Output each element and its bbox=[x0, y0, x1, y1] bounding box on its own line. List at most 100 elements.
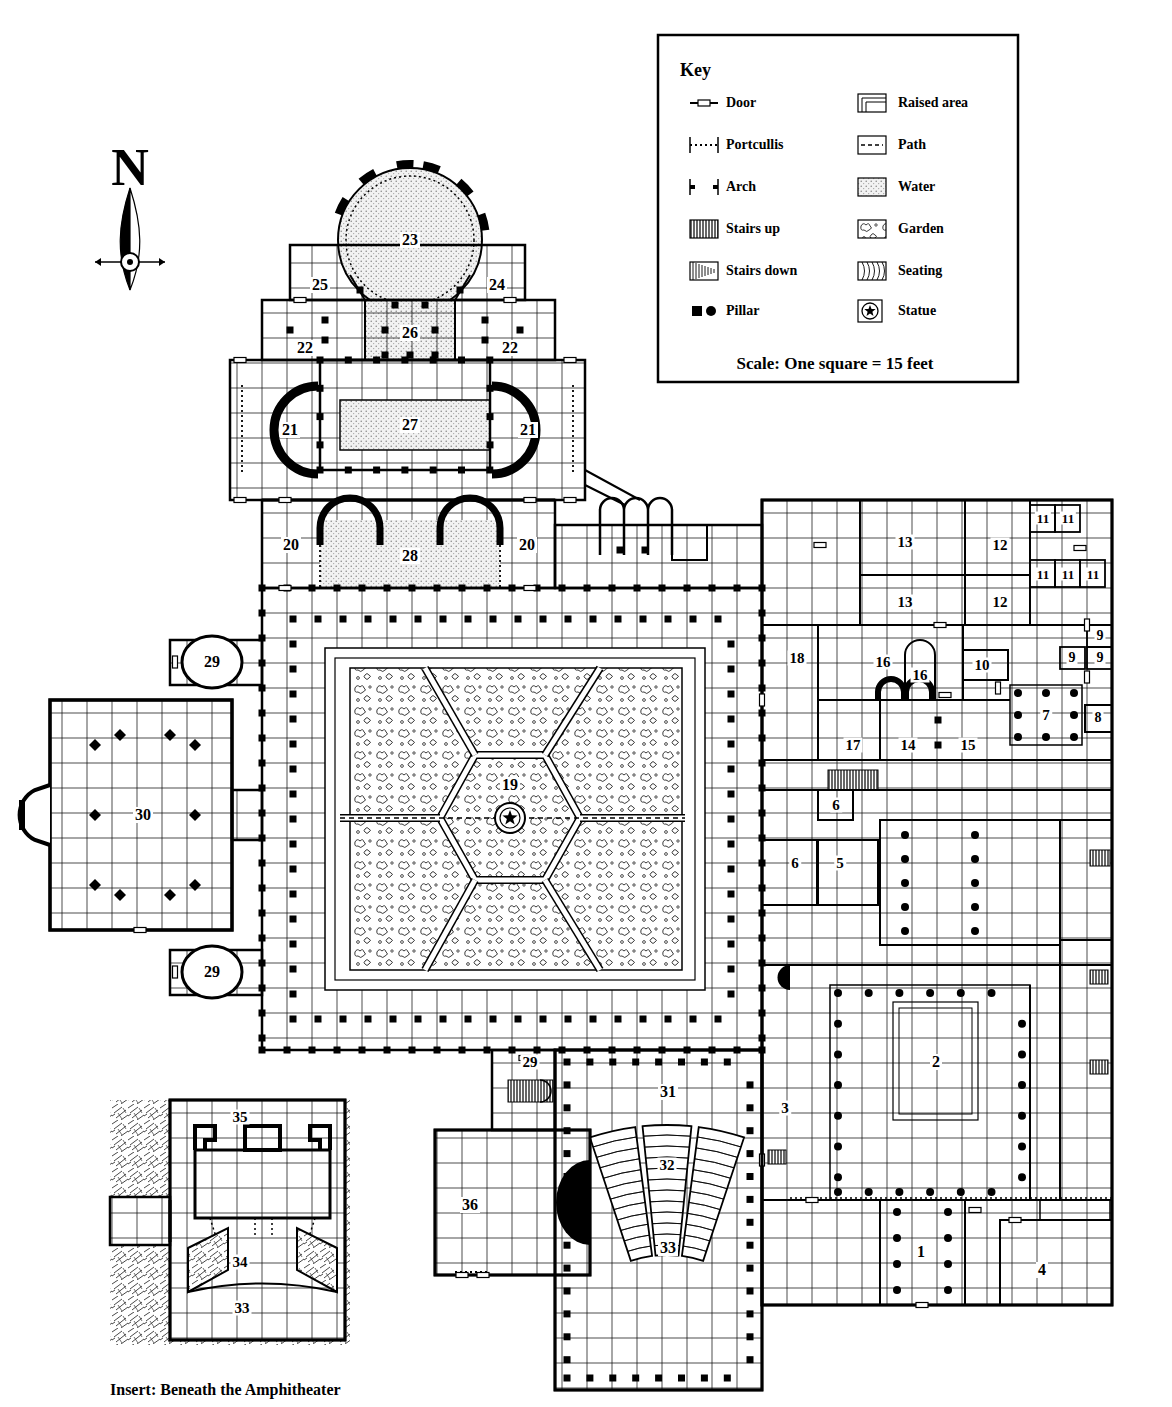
pillar bbox=[728, 866, 735, 873]
room-number: 21 bbox=[518, 422, 538, 438]
statue-star bbox=[864, 305, 875, 316]
room-number: 27 bbox=[400, 417, 420, 433]
grid-line bbox=[435, 1263, 590, 1264]
pillar bbox=[484, 1047, 491, 1054]
grid-line bbox=[587, 525, 588, 588]
pillar bbox=[259, 1035, 266, 1042]
wall bbox=[1055, 505, 1080, 532]
wall bbox=[762, 500, 1112, 1305]
seating-row bbox=[872, 262, 875, 280]
grid-line bbox=[112, 700, 113, 930]
room-number: 18 bbox=[788, 651, 807, 666]
dome-wall bbox=[359, 169, 377, 185]
pillar bbox=[384, 585, 391, 592]
grid-line bbox=[762, 1238, 1112, 1239]
stairs bbox=[768, 1150, 786, 1164]
grid-line bbox=[212, 1100, 213, 1340]
pillar bbox=[432, 327, 439, 334]
grid-line bbox=[1037, 500, 1038, 1305]
pillar bbox=[432, 352, 439, 359]
pillar bbox=[728, 816, 735, 823]
seating-row bbox=[617, 1213, 646, 1220]
room-number: 32 bbox=[658, 1158, 677, 1173]
grid-line bbox=[537, 1130, 538, 1275]
grid-line bbox=[170, 1338, 345, 1339]
seating-row bbox=[877, 262, 880, 280]
grid-line bbox=[762, 1288, 1112, 1289]
room-number: 34 bbox=[231, 1255, 250, 1270]
grid-line bbox=[435, 1163, 590, 1164]
seating-row bbox=[610, 1192, 643, 1200]
wall bbox=[762, 789, 1112, 791]
seating-row bbox=[621, 1224, 648, 1230]
pillar bbox=[634, 585, 641, 592]
pillar bbox=[655, 1375, 662, 1382]
grid-line bbox=[287, 588, 288, 1050]
arch bbox=[274, 386, 318, 474]
pillar bbox=[290, 766, 297, 773]
pillar bbox=[901, 903, 909, 911]
pillar bbox=[559, 585, 566, 592]
pillar bbox=[317, 413, 324, 420]
portcullis bbox=[790, 1197, 1112, 1199]
door bbox=[564, 358, 576, 363]
seating-row bbox=[882, 262, 885, 280]
pillar bbox=[728, 891, 735, 898]
pillar bbox=[409, 1047, 416, 1054]
wall bbox=[830, 985, 1030, 1200]
grid-line bbox=[50, 713, 232, 714]
compass-needle bbox=[130, 188, 140, 290]
room-floor bbox=[492, 1050, 555, 1130]
legend-text: Statue bbox=[898, 304, 936, 318]
pillar bbox=[290, 991, 297, 998]
pillar bbox=[482, 337, 489, 344]
pillar bbox=[724, 1375, 731, 1382]
grid-line bbox=[962, 500, 963, 1305]
pillar bbox=[259, 785, 266, 792]
pillar bbox=[465, 1016, 472, 1023]
room-number: 17 bbox=[844, 738, 863, 753]
portcullis bbox=[690, 144, 718, 146]
pillar bbox=[345, 467, 352, 474]
door bbox=[456, 1273, 468, 1278]
arch bbox=[320, 498, 380, 545]
pillar bbox=[747, 1288, 754, 1295]
pillar bbox=[359, 585, 366, 592]
pillar bbox=[322, 317, 329, 324]
room-number: 11 bbox=[1060, 568, 1076, 581]
wall bbox=[1010, 685, 1082, 745]
grid-line bbox=[287, 1100, 288, 1340]
room-number: 33 bbox=[233, 1301, 252, 1316]
grid-line bbox=[312, 360, 313, 500]
pillar bbox=[459, 585, 466, 592]
pillar bbox=[290, 891, 297, 898]
grid-line bbox=[937, 500, 938, 1305]
pillar bbox=[747, 1196, 754, 1203]
arch bbox=[440, 498, 500, 545]
pillar bbox=[944, 1208, 952, 1216]
pillar bbox=[834, 1188, 842, 1196]
pillar bbox=[290, 716, 297, 723]
pillar bbox=[290, 966, 297, 973]
wall bbox=[1029, 985, 1031, 1200]
wall bbox=[762, 840, 817, 905]
pillar bbox=[373, 467, 380, 474]
pillar bbox=[459, 1047, 466, 1054]
grid-line bbox=[787, 500, 788, 1305]
grid-line bbox=[312, 588, 313, 1050]
grid-line bbox=[887, 500, 888, 1305]
grid-line bbox=[762, 638, 1112, 639]
legend-text: Garden bbox=[898, 222, 944, 236]
pillar bbox=[642, 547, 649, 554]
room-number: 14 bbox=[899, 738, 918, 753]
stairs bbox=[696, 263, 697, 279]
pillar bbox=[724, 1059, 731, 1066]
pillar bbox=[715, 1016, 722, 1023]
water bbox=[340, 400, 490, 450]
pillar bbox=[290, 841, 297, 848]
pillar bbox=[490, 616, 497, 623]
pillar bbox=[259, 860, 266, 867]
water bbox=[320, 520, 500, 588]
grid-line bbox=[512, 360, 513, 500]
grid-line bbox=[212, 700, 213, 930]
